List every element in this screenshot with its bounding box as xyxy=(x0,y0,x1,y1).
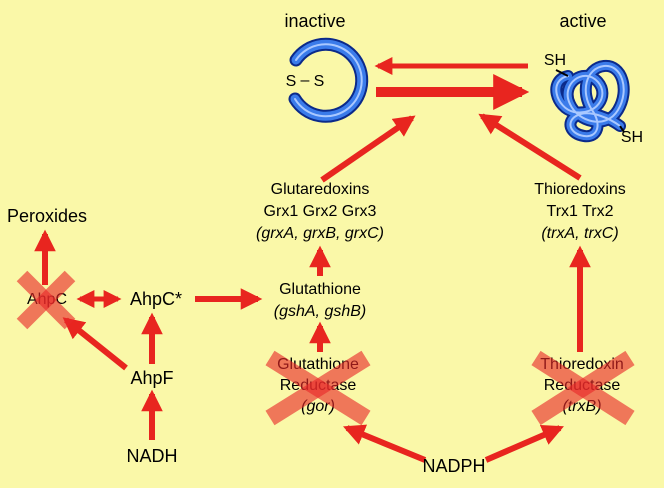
glutaredoxins-label: Glutaredoxins xyxy=(270,181,370,198)
arrow-nadph-to-gor xyxy=(343,424,427,463)
disulfide-sulfur-right: S xyxy=(313,73,325,90)
cross-gor-icon xyxy=(265,350,371,426)
grx-genes-label: (grxA, grxB, grxC) xyxy=(255,225,385,242)
inactive-label: inactive xyxy=(284,11,346,31)
thiol-bond-top xyxy=(555,69,569,77)
inactive-protein-icon xyxy=(288,37,369,123)
ahpc-star-label: AhpC* xyxy=(129,289,183,309)
grx-list-label: Grx1 Grx2 Grx3 xyxy=(263,203,377,220)
active-protein-icon xyxy=(550,60,630,143)
peroxides-label: Peroxides xyxy=(6,206,88,226)
arrow-nadph-to-trxb xyxy=(484,424,564,463)
glutathione-label: Glutathione xyxy=(279,281,361,298)
trx-list-label: Trx1 Trx2 xyxy=(546,203,614,220)
thiol-label-bottom: SH xyxy=(620,129,644,146)
disulfide-bond: – xyxy=(300,72,310,89)
disulfide-sulfur-left: S xyxy=(285,73,297,90)
thiol-label-top: SH xyxy=(543,52,567,69)
arrow-trx-to-reaction xyxy=(478,113,582,181)
thioredoxins-label: Thioredoxins xyxy=(534,181,626,198)
arrow-grx-to-reaction xyxy=(320,115,416,183)
cross-ahpc-icon xyxy=(16,270,76,330)
cross-trxb-icon xyxy=(531,350,635,426)
thiol-bond-bottom xyxy=(619,125,625,133)
glutathione-genes-label: (gshA, gshB) xyxy=(273,303,367,320)
active-label: active xyxy=(559,11,607,31)
arrow-ahpf-to-ahpc xyxy=(62,317,128,371)
trx-genes-label: (trxA, trxC) xyxy=(541,225,619,242)
ahpf-label: AhpF xyxy=(130,368,174,388)
nadph-label: NADPH xyxy=(422,456,486,476)
nadh-label: NADH xyxy=(126,446,178,466)
